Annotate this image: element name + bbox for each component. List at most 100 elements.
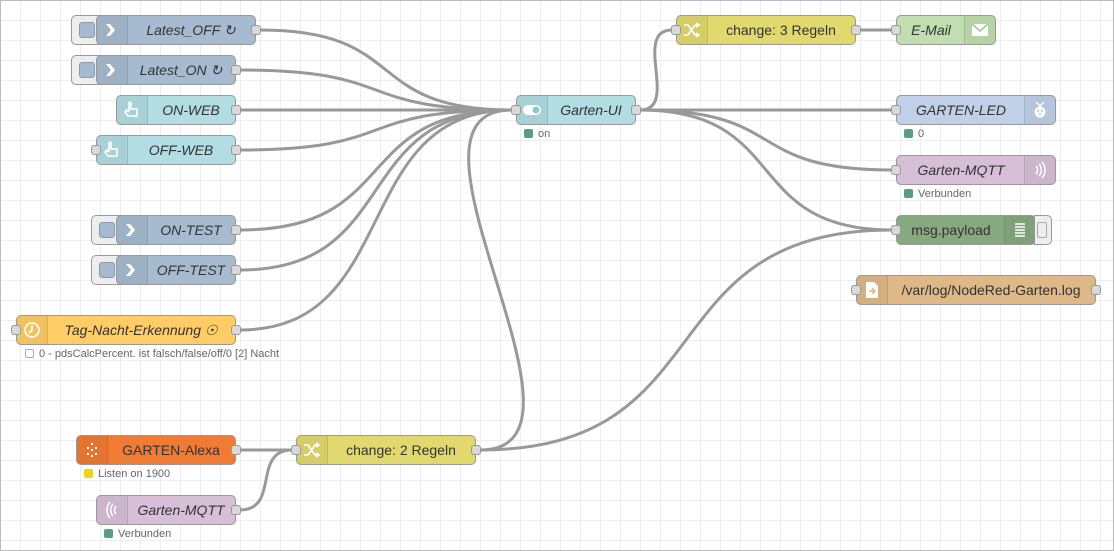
node-tag-nacht-erkennung[interactable]: Tag-Nacht-Erkennung ☉ — [11, 315, 241, 345]
input-port[interactable] — [511, 105, 521, 115]
node-status-garten-ui: on — [524, 128, 550, 140]
status-dot-icon — [84, 469, 93, 478]
node-label: Garten-UI — [560, 102, 622, 118]
node-garten-led[interactable]: GARTEN-LED — [891, 95, 1056, 125]
input-port[interactable] — [891, 165, 901, 175]
wire-change2-to-msg_payload[interactable] — [479, 228, 893, 452]
node-garten-mqtt-in[interactable]: Garten-MQTT — [96, 495, 241, 525]
alexa-icon — [77, 436, 108, 464]
status-dot-icon — [904, 129, 913, 138]
node-latest-off[interactable]: Latest_OFF ↻ — [96, 15, 261, 45]
output-port[interactable] — [231, 265, 241, 275]
raspberry-icon — [1024, 96, 1055, 124]
toggle-icon — [517, 96, 548, 124]
node-label: Tag-Nacht-Erkennung ☉ — [64, 322, 218, 338]
wire-off_test-to-garten_ui[interactable] — [239, 108, 513, 272]
node-label: Latest_OFF ↻ — [146, 22, 236, 38]
wire-on_test-to-garten_ui[interactable] — [239, 108, 513, 232]
node-label: change: 2 Regeln — [346, 442, 456, 458]
node-change-3-regeln[interactable]: change: 3 Regeln — [671, 15, 861, 45]
input-port[interactable] — [671, 25, 681, 35]
file-icon — [857, 276, 888, 304]
node-label: msg.payload — [911, 222, 991, 238]
wire-garten_ui-to-garten_mqtt_out[interactable] — [639, 108, 893, 172]
node-label: E-Mail — [911, 22, 951, 38]
node-garten-ui[interactable]: Garten-UI — [511, 95, 641, 125]
output-port[interactable] — [631, 105, 641, 115]
node-label: ON-TEST — [160, 222, 222, 238]
input-port[interactable] — [891, 225, 901, 235]
wire-change2-to-garten_ui[interactable] — [467, 108, 525, 452]
node-label: Garten-MQTT — [917, 162, 1005, 178]
node-garten-mqtt-out[interactable]: Garten-MQTT — [891, 155, 1056, 185]
node-change-2-regeln[interactable]: change: 2 Regeln — [291, 435, 481, 465]
wire-latest_on-to-garten_ui[interactable] — [239, 68, 513, 112]
wire-off_web-to-garten_ui[interactable] — [239, 108, 513, 152]
output-port[interactable] — [231, 105, 241, 115]
wire-garten_mqtt_in-to-change2[interactable] — [239, 448, 293, 512]
wire-latest_off-to-garten_ui[interactable] — [259, 28, 513, 112]
node-label: ON-WEB — [162, 102, 220, 118]
input-port[interactable] — [891, 25, 901, 35]
node-label: Latest_ON ↻ — [139, 62, 223, 78]
wire-tag_nacht-to-garten_ui[interactable] — [239, 108, 513, 332]
node-label: change: 3 Regeln — [726, 22, 836, 38]
output-port[interactable] — [231, 225, 241, 235]
node-on-web[interactable]: ON-WEB — [116, 95, 241, 125]
signal-icon — [97, 496, 128, 524]
node-email[interactable]: E-Mail — [891, 15, 996, 45]
input-port[interactable] — [91, 145, 101, 155]
arrow-in-icon — [97, 16, 128, 44]
node-status-tag-nacht: 0 - pdsCalcPercent. ist falsch/false/off… — [25, 348, 279, 360]
node-status-garten-led: 0 — [904, 128, 924, 140]
arrow-in-icon — [97, 56, 128, 84]
node-status-garten-alexa: Listen on 1900 — [84, 468, 170, 480]
node-msg-payload[interactable]: msg.payload — [891, 215, 1036, 245]
node-latest-on[interactable]: Latest_ON ↻ — [96, 55, 241, 85]
shuffle-icon — [297, 436, 328, 464]
hand-pointer-icon — [97, 136, 128, 164]
node-label: /var/log/NodeRed-Garten.log — [901, 282, 1081, 298]
node-label: GARTEN-LED — [916, 102, 1006, 118]
output-port[interactable] — [231, 65, 241, 75]
envelope-icon — [964, 16, 995, 44]
shuffle-icon — [677, 16, 708, 44]
node-label: OFF-TEST — [156, 262, 226, 278]
arrow-in-icon — [117, 256, 148, 284]
output-port[interactable] — [231, 505, 241, 515]
node-garten-alexa[interactable]: GARTEN-Alexa — [76, 435, 241, 465]
input-port[interactable] — [291, 445, 301, 455]
status-ring-icon — [25, 349, 34, 358]
debug-toggle-button[interactable] — [1034, 215, 1052, 245]
output-port[interactable] — [231, 145, 241, 155]
timer-icon — [17, 316, 48, 344]
node-label: Garten-MQTT — [137, 502, 225, 518]
node-label: GARTEN-Alexa — [122, 442, 220, 458]
output-port[interactable] — [231, 445, 241, 455]
output-port[interactable] — [471, 445, 481, 455]
wire-garten_ui-to-change3[interactable] — [639, 28, 673, 112]
node-file-log[interactable]: /var/log/NodeRed-Garten.log — [851, 275, 1101, 305]
output-port[interactable] — [1091, 285, 1101, 295]
node-off-web[interactable]: OFF-WEB — [91, 135, 241, 165]
arrow-in-icon — [117, 216, 148, 244]
hand-pointer-icon — [117, 96, 148, 124]
input-port[interactable] — [891, 105, 901, 115]
wire-garten_ui-to-msg_payload[interactable] — [639, 108, 893, 232]
output-port[interactable] — [231, 325, 241, 335]
list-icon — [1004, 216, 1035, 244]
node-status-garten-mqtt-in: Verbunden — [104, 528, 171, 540]
input-port[interactable] — [11, 325, 21, 335]
status-dot-icon — [904, 189, 913, 198]
node-status-garten-mqtt-out: Verbunden — [904, 188, 971, 200]
status-dot-icon — [104, 529, 113, 538]
signal-icon — [1024, 156, 1055, 184]
output-port[interactable] — [251, 25, 261, 35]
input-port[interactable] — [851, 285, 861, 295]
node-off-test[interactable]: OFF-TEST — [116, 255, 241, 285]
status-dot-icon — [524, 129, 533, 138]
output-port[interactable] — [851, 25, 861, 35]
node-on-test[interactable]: ON-TEST — [116, 215, 241, 245]
